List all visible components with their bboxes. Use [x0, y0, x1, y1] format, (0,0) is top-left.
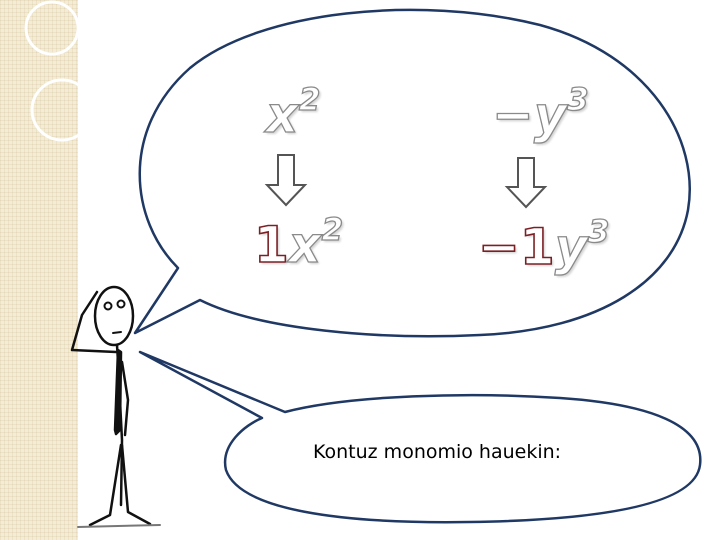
variable: x — [288, 215, 322, 274]
monomial-minus-y-cubed: −y3 — [491, 81, 589, 145]
monomial-x-squared: x2 — [265, 81, 321, 145]
monomial-one-x-squared: 1x2 — [253, 211, 344, 275]
stick-figure-icon — [70, 285, 161, 528]
monomial-minus-one-y-cubed: −1y3 — [477, 213, 610, 277]
exponent: 3 — [587, 213, 610, 250]
exponent: 2 — [298, 81, 321, 118]
down-arrow-icon — [264, 154, 308, 207]
coefficient: 1 — [253, 215, 289, 275]
thought-bubble-top — [133, 8, 691, 338]
variable: y — [554, 217, 588, 276]
caption-text: Kontuz monomio hauekin: — [313, 441, 562, 463]
decorative-circles — [24, 0, 94, 142]
speech-bubble-bottom — [138, 350, 702, 524]
coefficient: −1 — [477, 217, 555, 277]
exponent: 3 — [566, 81, 589, 118]
sign: − — [491, 85, 534, 144]
down-arrow-icon — [504, 157, 548, 209]
variable: x — [265, 85, 299, 144]
exponent: 2 — [321, 211, 344, 248]
variable: y — [533, 85, 567, 144]
